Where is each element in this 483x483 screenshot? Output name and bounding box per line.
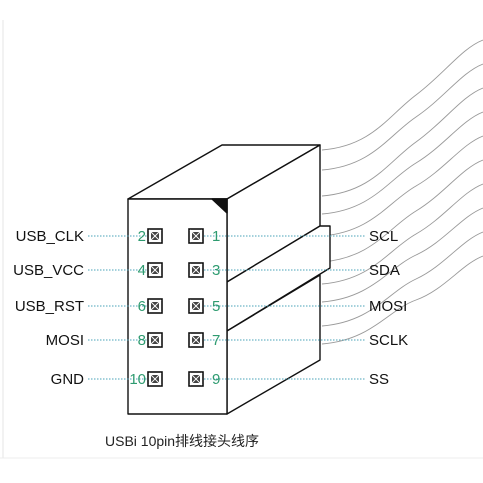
left-signal-label: USB_CLK bbox=[16, 228, 84, 245]
ribbon-wire bbox=[321, 111, 483, 215]
ribbon-wire bbox=[321, 39, 483, 151]
pin-socket-cross bbox=[189, 299, 203, 313]
ribbon-wire bbox=[321, 87, 483, 197]
ribbon-wire bbox=[321, 63, 483, 171]
pin-socket-cross bbox=[189, 229, 203, 243]
right-pin-number: 1 bbox=[212, 228, 220, 245]
left-pin-number: 4 bbox=[138, 262, 146, 279]
right-pin-number: 3 bbox=[212, 262, 220, 279]
ribbon-wire bbox=[321, 159, 483, 263]
ribbon-wire bbox=[321, 255, 483, 345]
pin-socket-cross bbox=[148, 299, 162, 313]
right-pin-rows: 1 SCL 3 SDA 5 MOSI 7 SCLK 9 SS bbox=[188, 228, 408, 388]
left-pin-number: 6 bbox=[138, 298, 146, 315]
ribbon-wire bbox=[321, 231, 483, 327]
left-signal-label: USB_VCC bbox=[13, 262, 84, 279]
diagram-caption: USBi 10pin排线接头线序 bbox=[105, 433, 259, 449]
ribbon-cable bbox=[321, 39, 483, 345]
pin-socket-cross bbox=[148, 263, 162, 277]
connector-body bbox=[127, 144, 331, 415]
pin1-marker bbox=[211, 198, 228, 214]
ribbon-wire bbox=[321, 183, 483, 285]
right-signal-label: SDA bbox=[369, 262, 400, 279]
right-pin-number: 5 bbox=[212, 298, 220, 315]
pin-socket-cross bbox=[189, 263, 203, 277]
left-pin-number: 2 bbox=[138, 228, 146, 245]
pin-socket-cross bbox=[148, 333, 162, 347]
left-signal-label: USB_RST bbox=[15, 298, 84, 315]
pin-socket-cross bbox=[148, 372, 162, 386]
left-signal-label: GND bbox=[51, 371, 85, 388]
left-pin-number: 8 bbox=[138, 332, 146, 349]
ribbon-wire bbox=[321, 135, 483, 237]
right-signal-label: SCLK bbox=[369, 332, 408, 349]
right-pin-number: 7 bbox=[212, 332, 220, 349]
left-signal-label: MOSI bbox=[46, 332, 84, 349]
right-signal-label: SCL bbox=[369, 228, 398, 245]
ribbon-wire bbox=[321, 207, 483, 303]
pin-socket-cross bbox=[148, 229, 162, 243]
right-signal-label: SS bbox=[369, 371, 389, 388]
left-pin-number: 10 bbox=[129, 371, 146, 388]
pin-socket-cross bbox=[189, 372, 203, 386]
pin-socket-cross bbox=[189, 333, 203, 347]
connector-front-face bbox=[127, 198, 228, 415]
right-signal-label: MOSI bbox=[369, 298, 407, 315]
right-pin-number: 9 bbox=[212, 371, 220, 388]
